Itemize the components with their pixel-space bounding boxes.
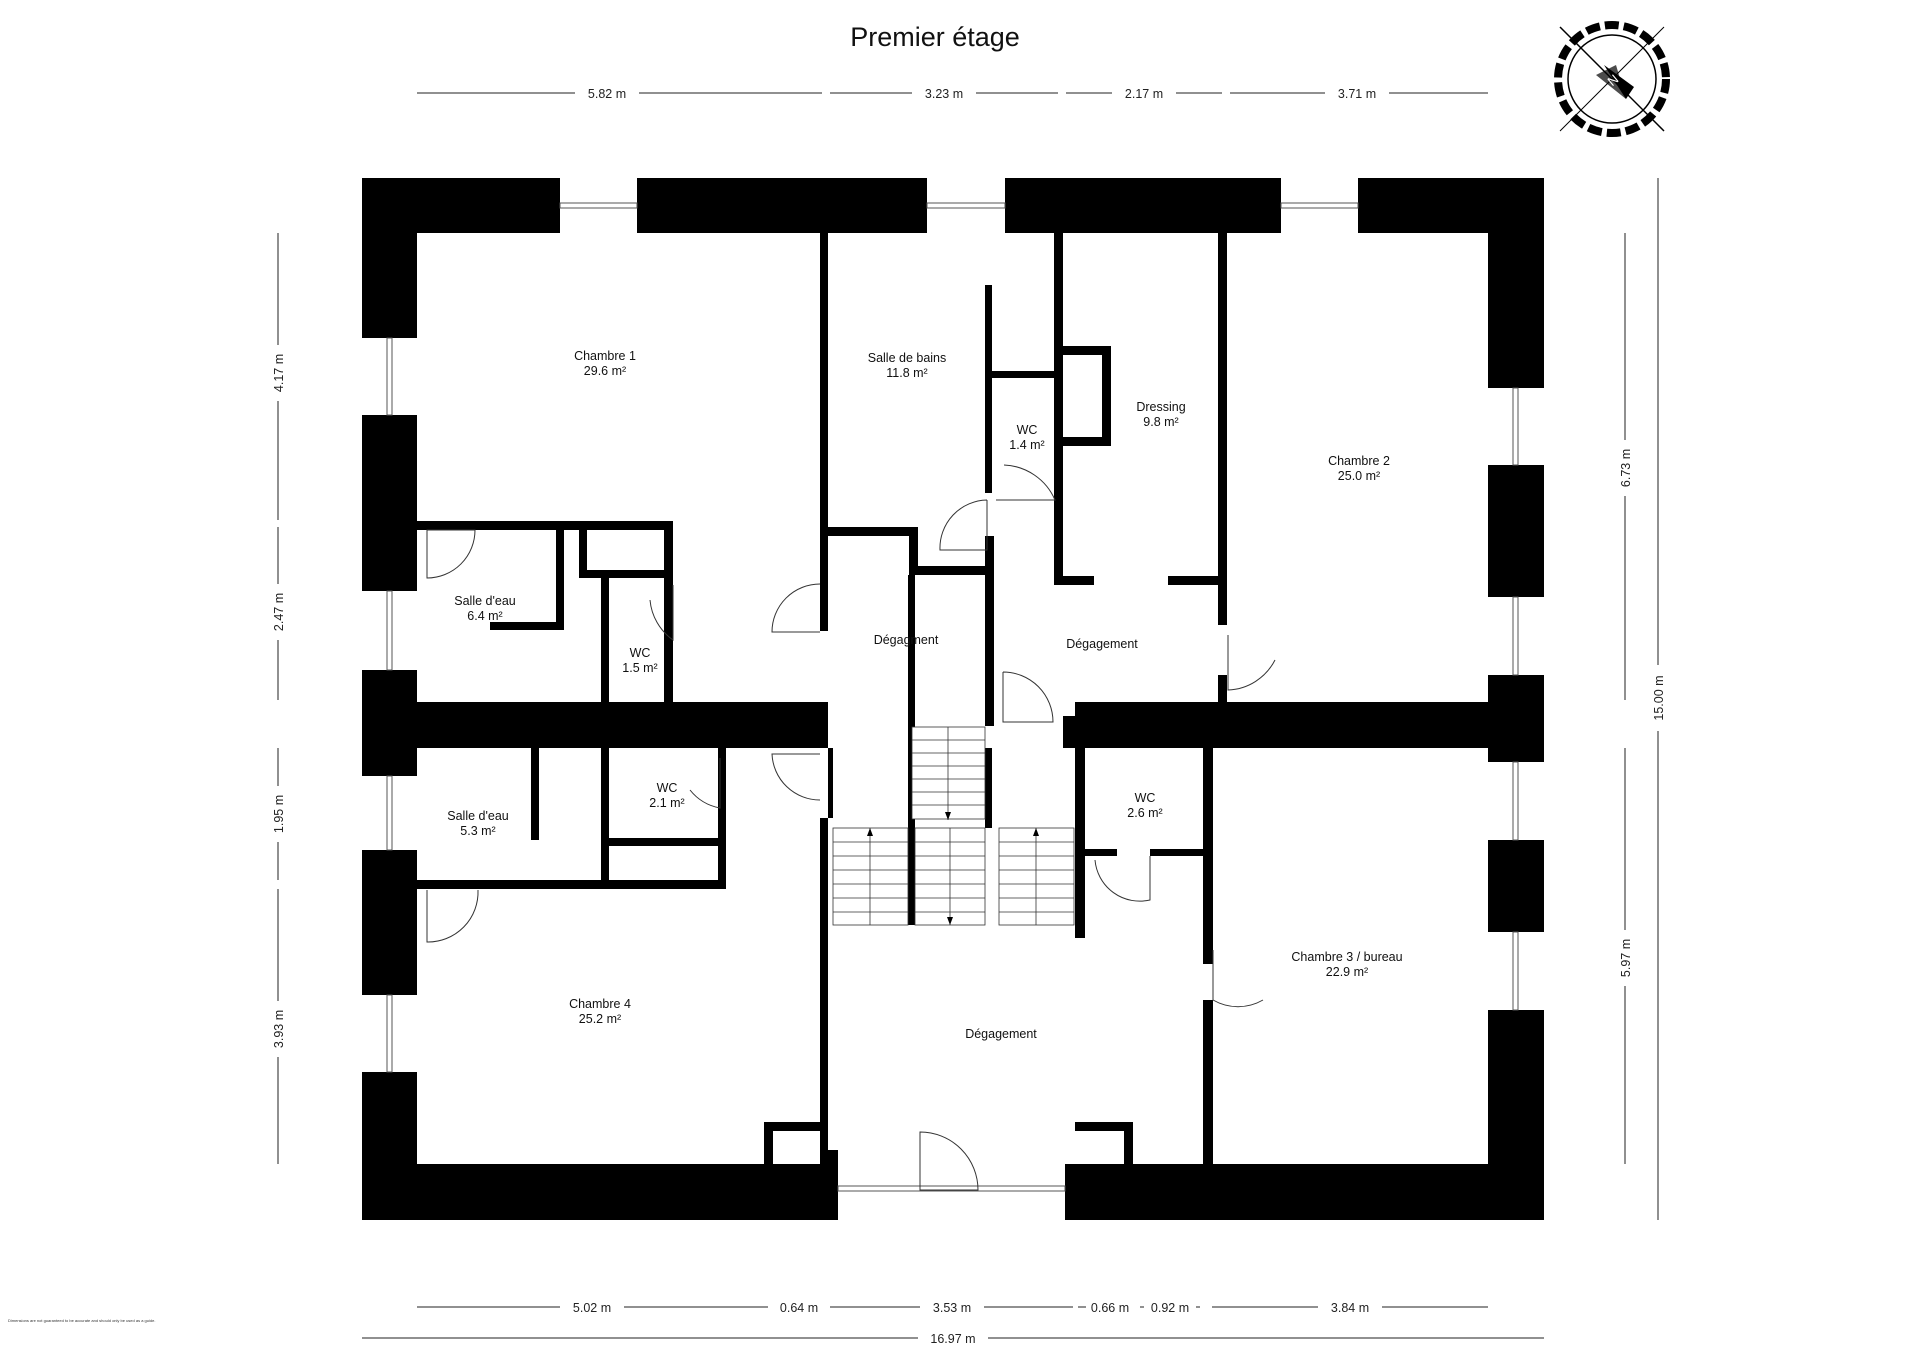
room-salle-eau-2-name: Salle d'eau	[447, 809, 509, 823]
room-chambre-4-area: 25.2 m²	[579, 1012, 621, 1026]
room-wc-right-area: 2.6 m²	[1127, 806, 1162, 820]
dim-total-height: 15.00 m	[1652, 675, 1666, 720]
room-chambre-4-name: Chambre 4	[569, 997, 631, 1011]
dim-top-4: 3.71 m	[1338, 87, 1376, 101]
windows	[386, 202, 1519, 1192]
compass-icon: N	[1554, 21, 1670, 137]
room-salle-eau-1-name: Salle d'eau	[454, 594, 516, 608]
room-wc-left-area: 1.5 m²	[622, 661, 657, 675]
dim-top-1: 5.82 m	[588, 87, 626, 101]
room-chambre-3-area: 22.9 m²	[1326, 965, 1368, 979]
dim-bottom-5: 0.92 m	[1151, 1301, 1189, 1315]
dim-right-2: 5.97 m	[1619, 939, 1633, 977]
room-salle-eau-1-area: 6.4 m²	[467, 609, 502, 623]
dim-top-3: 2.17 m	[1125, 87, 1163, 101]
disclaimer: Dimensions are not guaranteed to be accu…	[8, 1318, 155, 1323]
room-wc-top-name: WC	[1017, 423, 1038, 437]
room-wc-right-name: WC	[1135, 791, 1156, 805]
dim-left-1: 4.17 m	[272, 354, 286, 392]
plan-title: Premier étage	[850, 22, 1020, 52]
dim-bottom-2: 0.64 m	[780, 1301, 818, 1315]
staircase	[832, 726, 1075, 926]
dim-bottom-4: 0.66 m	[1091, 1301, 1129, 1315]
dim-total-width: 16.97 m	[930, 1332, 975, 1346]
room-salle-de-bains-area: 11.8 m²	[886, 366, 927, 380]
room-chambre-1-name: Chambre 1	[574, 349, 636, 363]
room-salle-de-bains-name: Salle de bains	[868, 351, 947, 365]
room-chambre-2-area: 25.0 m²	[1338, 469, 1380, 483]
room-degagement-bottom-name: Dégagement	[965, 1027, 1037, 1041]
dim-bottom-3: 3.53 m	[933, 1301, 971, 1315]
room-wc-left-name: WC	[630, 646, 651, 660]
outer-walls	[362, 178, 1544, 1220]
dim-left-4: 3.93 m	[272, 1010, 286, 1048]
dim-right-1: 6.73 m	[1619, 449, 1633, 487]
dim-left-3: 1.95 m	[272, 795, 286, 833]
room-salle-eau-2-area: 5.3 m²	[460, 824, 495, 838]
room-chambre-3-name: Chambre 3 / bureau	[1291, 950, 1402, 964]
room-wc-mid-name: WC	[657, 781, 678, 795]
room-dressing-area: 9.8 m²	[1143, 415, 1178, 429]
dim-bottom-1: 5.02 m	[573, 1301, 611, 1315]
dim-top-2: 3.23 m	[925, 87, 963, 101]
room-chambre-2-name: Chambre 2	[1328, 454, 1390, 468]
dim-bottom-6: 3.84 m	[1331, 1301, 1369, 1315]
room-wc-top-area: 1.4 m²	[1009, 438, 1044, 452]
room-chambre-1-area: 29.6 m²	[584, 364, 626, 378]
dimension-labels: 5.82 m 3.23 m 2.17 m 3.71 m 5.02 m 0.64 …	[269, 84, 1667, 1347]
room-wc-mid-area: 2.1 m²	[649, 796, 684, 810]
dim-left-2: 2.47 m	[272, 593, 286, 631]
doors	[426, 464, 1276, 1191]
room-dressing-name: Dressing	[1136, 400, 1185, 414]
room-degagement-top-name: Dégagement	[1066, 637, 1138, 651]
interior-walls	[417, 233, 1227, 1164]
room-degagment-name: Dégagment	[874, 633, 939, 647]
room-labels: Chambre 1 29.6 m² Salle de bains 11.8 m²…	[447, 349, 1402, 1041]
